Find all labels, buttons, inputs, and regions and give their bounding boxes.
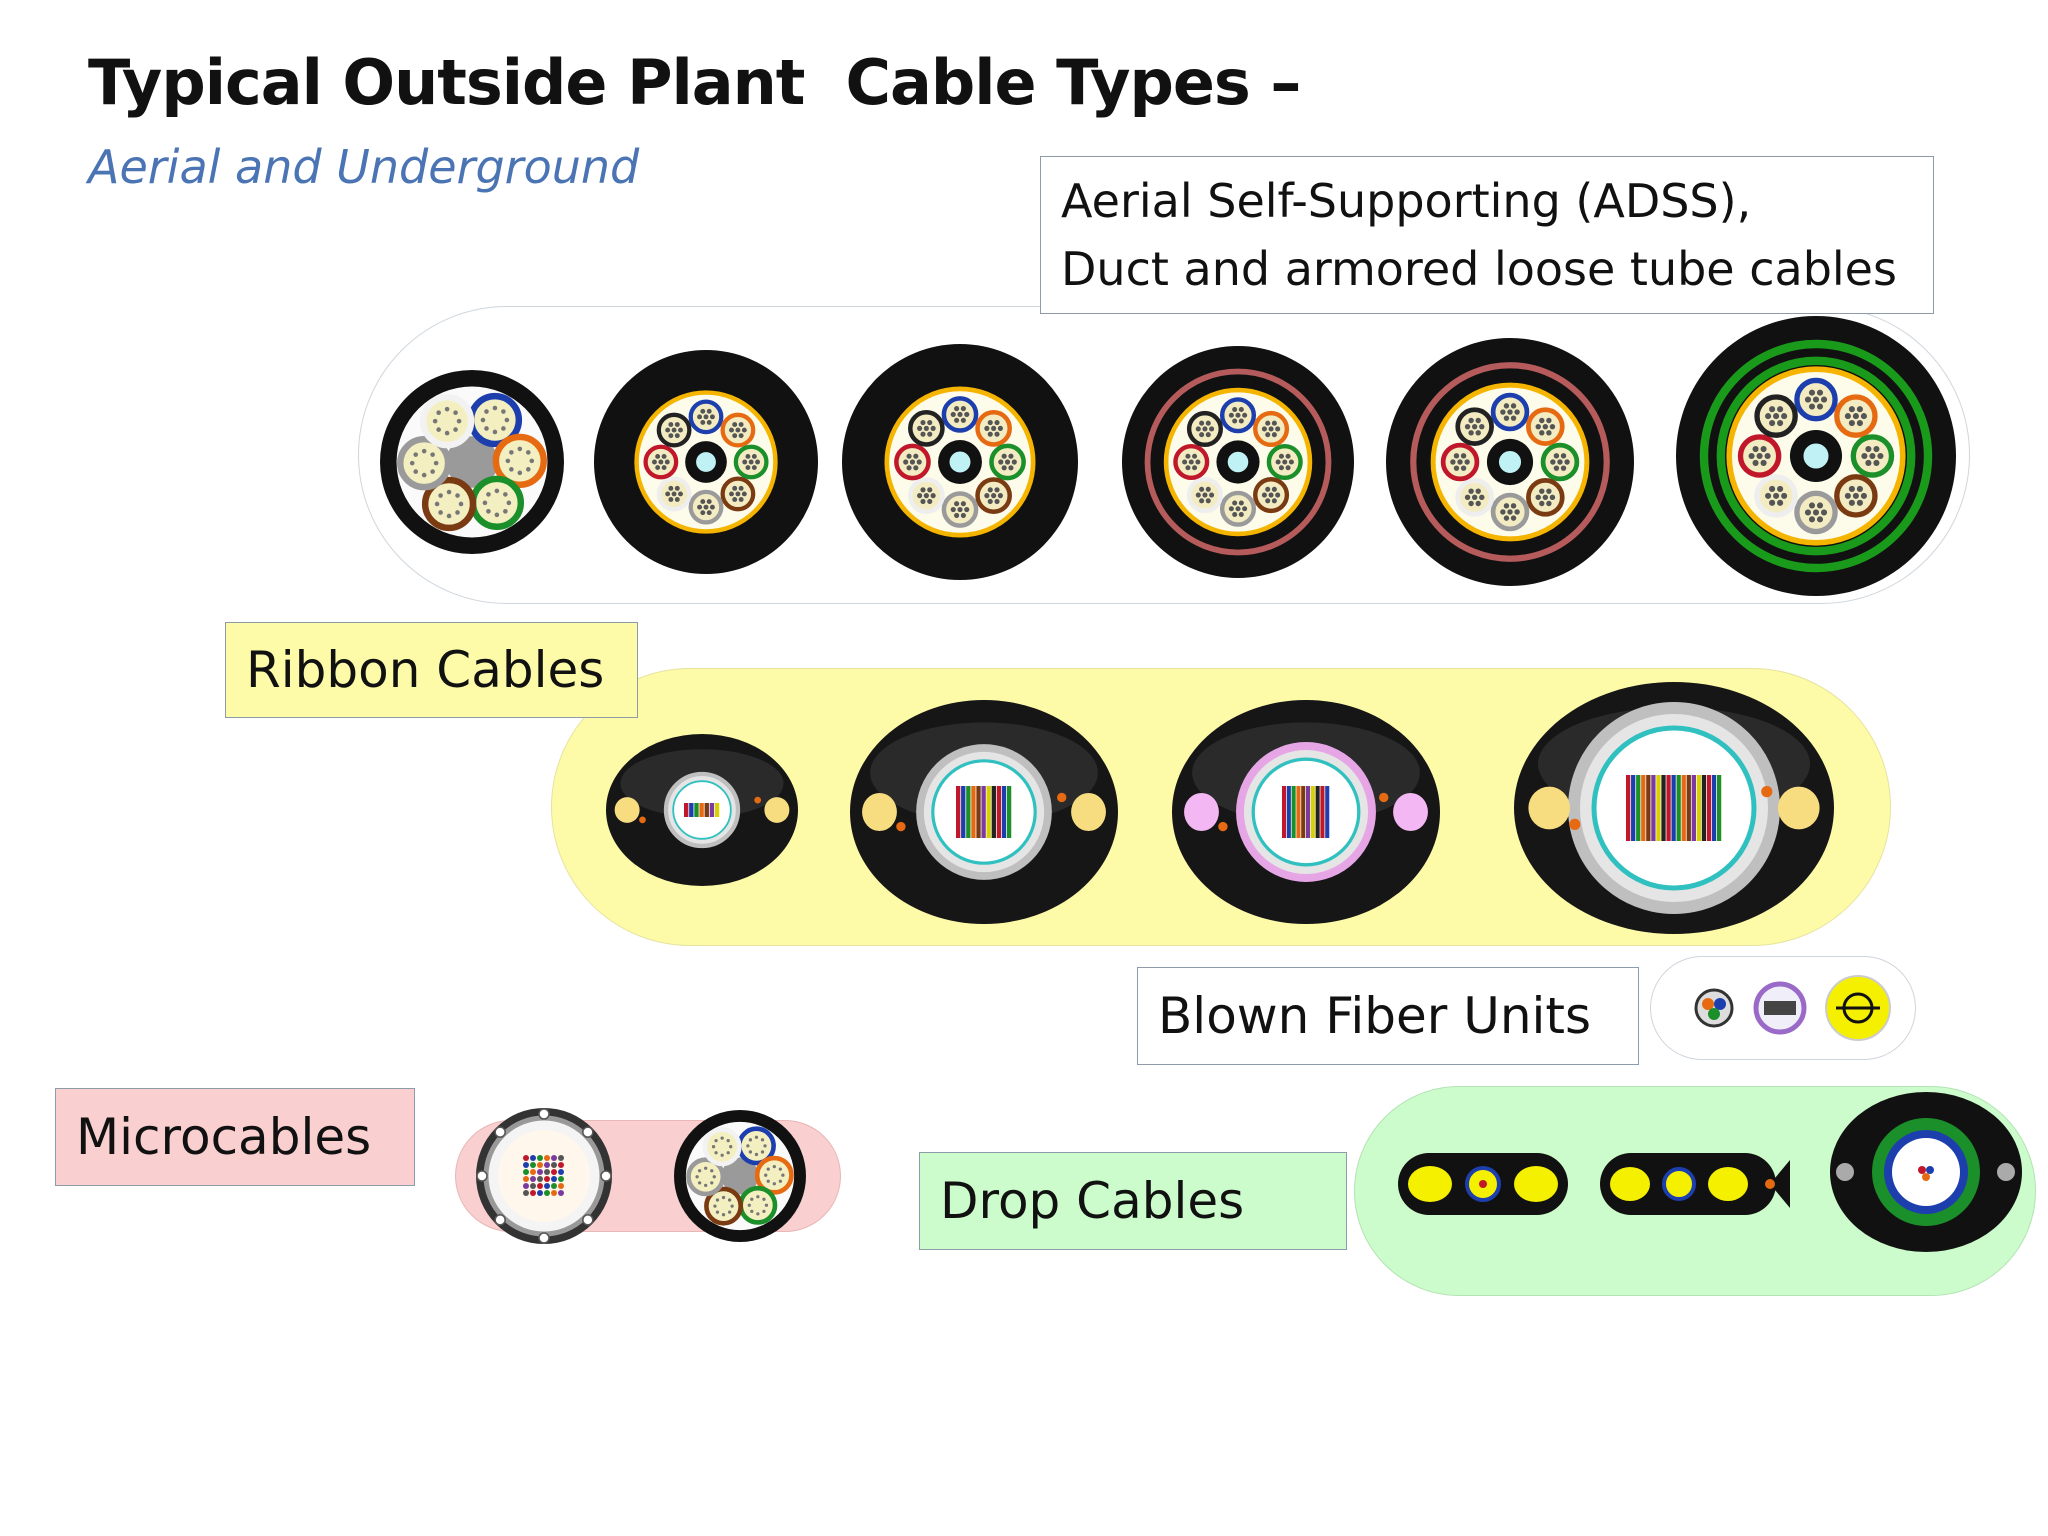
drop-cable-flat-2 [1600,1153,1790,1215]
cable-ribbon-1 [606,734,798,886]
ribbon-label: Ribbon Cables [225,622,638,718]
page-subtitle: Aerial and Underground [88,140,640,194]
cable-loose-tube-4 [1122,346,1354,578]
blown-fiber-unit-1 [1694,988,1734,1028]
cable-ribbon-4 [1514,682,1834,934]
blown-fiber-unit-2 [1753,981,1807,1035]
adss-label-line2: Duct and armored loose tube cables [1061,242,1897,296]
cable-ribbon-3 [1172,700,1440,924]
blown-fiber-unit-3 [1825,975,1891,1041]
adss-label-box: Aerial Self-Supporting (ADSS), Duct and … [1040,156,1934,314]
microcables-label: Microcables [55,1088,415,1186]
blown-fiber-label: Blown Fiber Units [1137,967,1639,1065]
adss-label-line1: Aerial Self-Supporting (ADSS), [1061,174,1752,228]
drop-cable-flat-1 [1398,1153,1568,1215]
drop-cable-round-3 [1830,1092,2022,1252]
page-title: Typical Outside Plant Cable Types – [88,46,1301,119]
cable-adss-1 [380,370,564,554]
microcable-1 [476,1108,612,1244]
microcable-2 [674,1110,806,1242]
cable-loose-tube-2 [594,350,818,574]
cable-loose-tube-6 [1676,316,1956,596]
cable-ribbon-2 [850,700,1118,924]
cable-loose-tube-3 [842,344,1078,580]
cable-loose-tube-5 [1386,338,1634,586]
drop-cables-label: Drop Cables [919,1152,1347,1250]
